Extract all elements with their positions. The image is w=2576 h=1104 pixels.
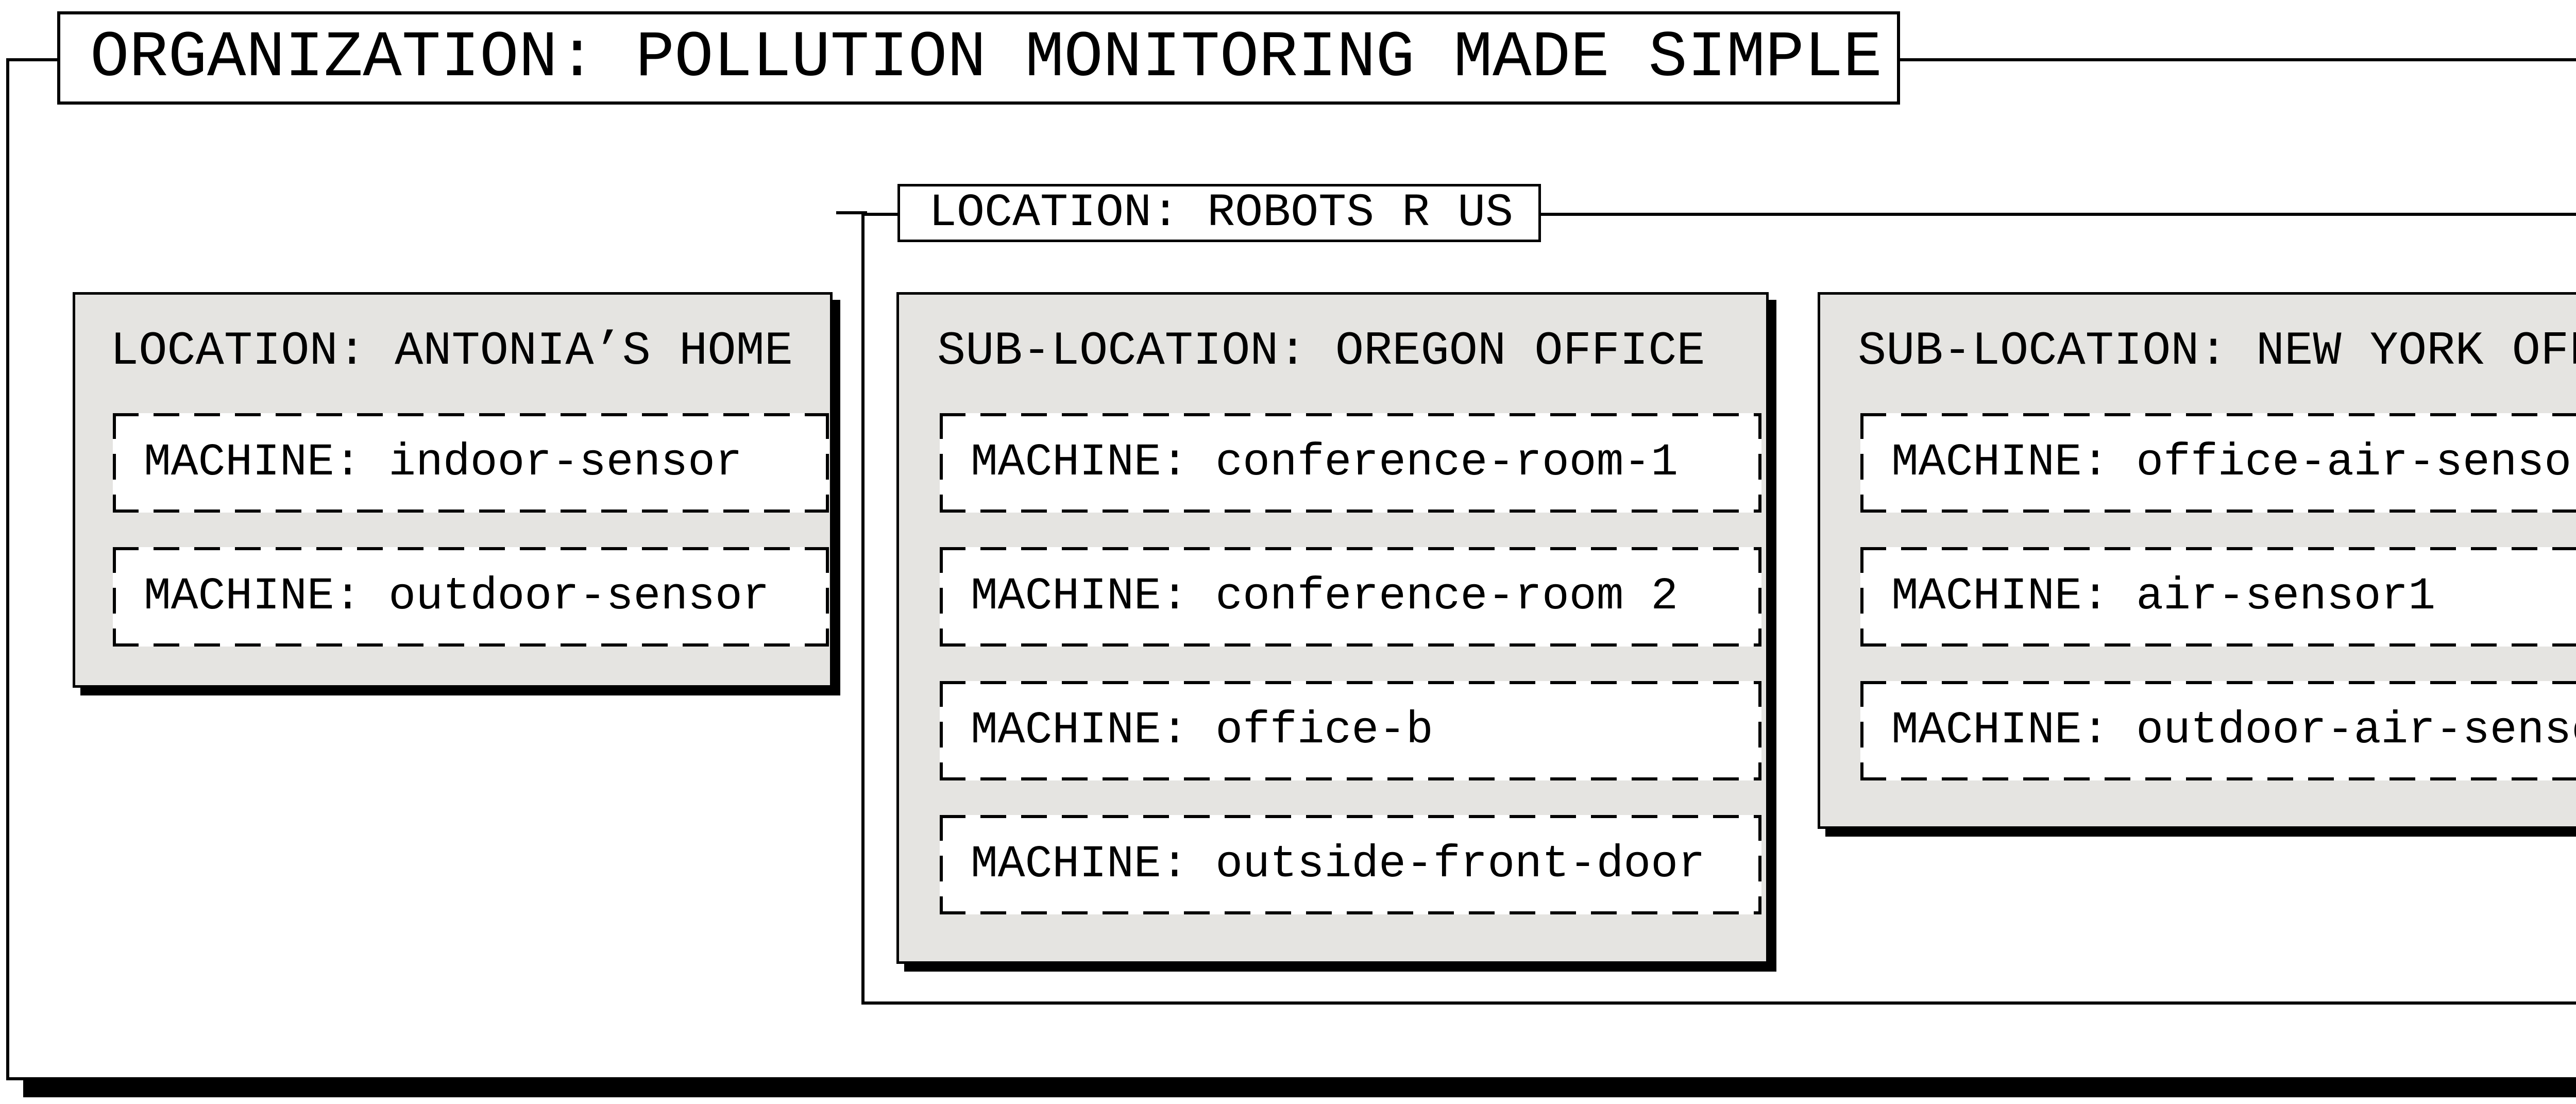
location-label-box-robots-r-us: LOCATION: ROBOTS R US — [897, 184, 1541, 242]
robots-box-connector-line — [836, 211, 867, 214]
sublocation-box-new-york-office: SUB-LOCATION: NEW YORK OFFICE MACHINE: o… — [1818, 292, 2576, 829]
location-box-antonias-home: LOCATION: ANTONIA’S HOME MACHINE: indoor… — [73, 292, 833, 688]
machine-box-conference-room-1: MACHINE: conference-room-1 — [940, 413, 1761, 513]
location-header-antonias-home: LOCATION: ANTONIA’S HOME — [110, 324, 793, 378]
machine-box-office-air-sensor: MACHINE: office-air-sensor — [1860, 413, 2576, 513]
machine-label: MACHINE: conference-room-1 — [971, 437, 1679, 488]
machine-box-conference-room-2: MACHINE: conference-room 2 — [940, 547, 1761, 647]
machine-box-outside-front-door: MACHINE: outside-front-door — [940, 815, 1761, 914]
machine-label: MACHINE: office-air-sensor — [1891, 437, 2576, 488]
machine-box-air-sensor1: MACHINE: air-sensor1 — [1860, 547, 2576, 647]
machine-label: MACHINE: conference-room 2 — [971, 571, 1679, 622]
machine-box-office-b: MACHINE: office-b — [940, 681, 1761, 780]
machine-label: MACHINE: office-b — [971, 705, 1433, 756]
sublocation-header-oregon-office: SUB-LOCATION: OREGON OFFICE — [937, 324, 1705, 378]
sublocation-box-oregon-office: SUB-LOCATION: OREGON OFFICE MACHINE: con… — [896, 292, 1769, 964]
organization-title: ORGANIZATION: POLLUTION MONITORING MADE … — [90, 21, 1883, 95]
machine-label: MACHINE: outdoor-air-sensor — [1891, 705, 2576, 756]
location-label-robots-r-us: LOCATION: ROBOTS R US — [929, 186, 1514, 240]
machine-box-outdoor-sensor: MACHINE: outdoor-sensor — [113, 547, 829, 647]
machine-label: MACHINE: outdoor-sensor — [144, 571, 770, 622]
machine-box-indoor-sensor: MACHINE: indoor-sensor — [113, 413, 829, 513]
sublocation-header-new-york-office: SUB-LOCATION: NEW YORK OFFICE — [1858, 324, 2576, 378]
machine-box-outdoor-air-sensor: MACHINE: outdoor-air-sensor — [1860, 681, 2576, 780]
organization-title-box: ORGANIZATION: POLLUTION MONITORING MADE … — [57, 11, 1900, 105]
machine-label: MACHINE: air-sensor1 — [1891, 571, 2436, 622]
machine-label: MACHINE: outside-front-door — [971, 839, 1705, 890]
machine-label: MACHINE: indoor-sensor — [144, 437, 742, 488]
